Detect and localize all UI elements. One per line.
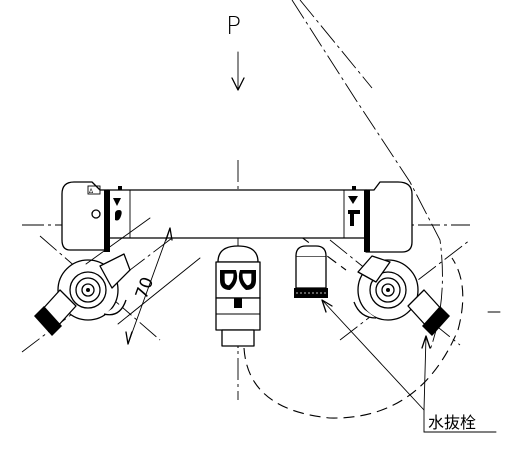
right-handle (348, 181, 413, 253)
direction-label: P (226, 11, 241, 40)
view-direction-arrow: P (226, 11, 245, 91)
svg-text:Δ: Δ (89, 188, 94, 195)
drain-plug-leader: 水抜栓 (321, 299, 497, 433)
dimension-label: 70 (132, 275, 158, 302)
spout-swing-circle (243, 257, 464, 419)
drain-plug-label: 水抜栓 (428, 413, 476, 432)
swing-range-arc (291, 0, 443, 351)
right-eccentric-joint (353, 255, 450, 336)
drain-plug (294, 245, 328, 298)
left-handle: Δ (61, 181, 122, 252)
mixer-body (107, 189, 367, 239)
spout-union (215, 245, 261, 347)
left-eccentric-joint (34, 253, 131, 336)
